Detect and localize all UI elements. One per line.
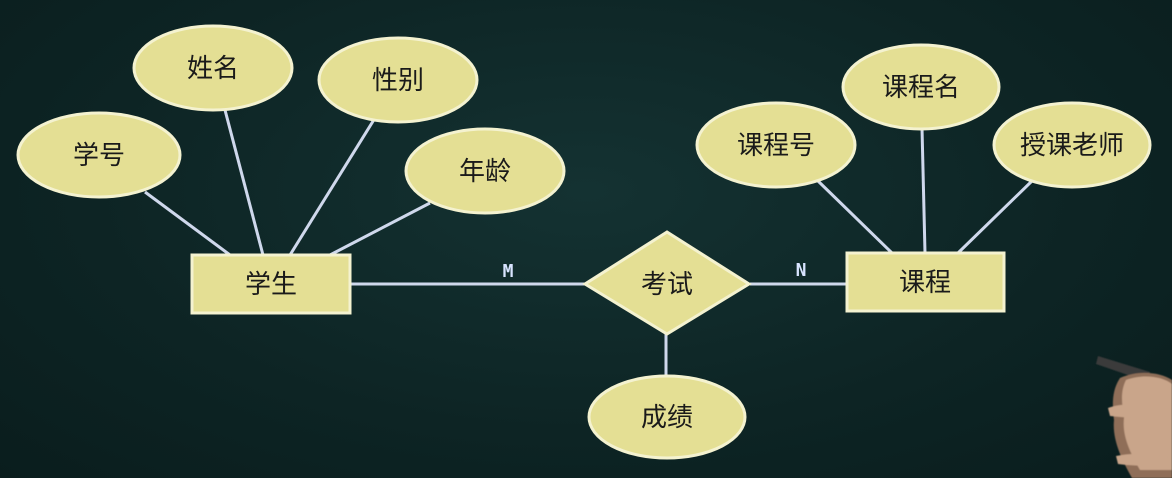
line-student-age bbox=[329, 201, 431, 257]
connector-lines bbox=[144, 109, 1035, 380]
attribute-course-id: 课程号 bbox=[695, 101, 857, 189]
attribute-course-teacher: 授课老师 bbox=[992, 101, 1152, 189]
line-course-name bbox=[920, 127, 927, 254]
attribute-student-age-label: 年龄 bbox=[459, 157, 511, 187]
line-student-gender bbox=[288, 117, 377, 256]
attribute-course-teacher-label: 授课老师 bbox=[1020, 131, 1124, 161]
entity-student: 学生 bbox=[190, 253, 352, 315]
attribute-student-age: 年龄 bbox=[404, 127, 566, 215]
relationship-exam-label: 考试 bbox=[641, 270, 693, 300]
attribute-score-label: 成绩 bbox=[641, 403, 693, 433]
presenter-hand bbox=[1096, 356, 1172, 478]
entity-student-label: 学生 bbox=[245, 270, 297, 300]
attribute-student-id: 学号 bbox=[16, 111, 182, 199]
entity-course-label: 课程 bbox=[899, 268, 951, 298]
line-student-name bbox=[223, 109, 265, 256]
attribute-course-name-label: 课程名 bbox=[882, 73, 960, 103]
attribute-student-name-label: 姓名 bbox=[187, 54, 239, 84]
attribute-student-gender: 性别 bbox=[317, 36, 479, 124]
relationship-exam: 考试 bbox=[582, 230, 752, 336]
entity-course: 课程 bbox=[845, 251, 1006, 313]
line-course-id bbox=[815, 178, 894, 255]
line-student-id bbox=[144, 190, 231, 257]
attribute-course-name: 课程名 bbox=[841, 43, 1001, 131]
attribute-course-id-label: 课程号 bbox=[737, 131, 815, 161]
cardinality-m: M bbox=[503, 261, 514, 282]
attribute-student-name: 姓名 bbox=[132, 24, 294, 112]
attribute-score: 成绩 bbox=[587, 374, 747, 460]
attribute-student-gender-label: 性别 bbox=[372, 66, 424, 96]
attribute-student-id-label: 学号 bbox=[73, 141, 125, 171]
cardinality-n: N bbox=[796, 260, 807, 281]
line-course-teacher bbox=[956, 178, 1035, 255]
